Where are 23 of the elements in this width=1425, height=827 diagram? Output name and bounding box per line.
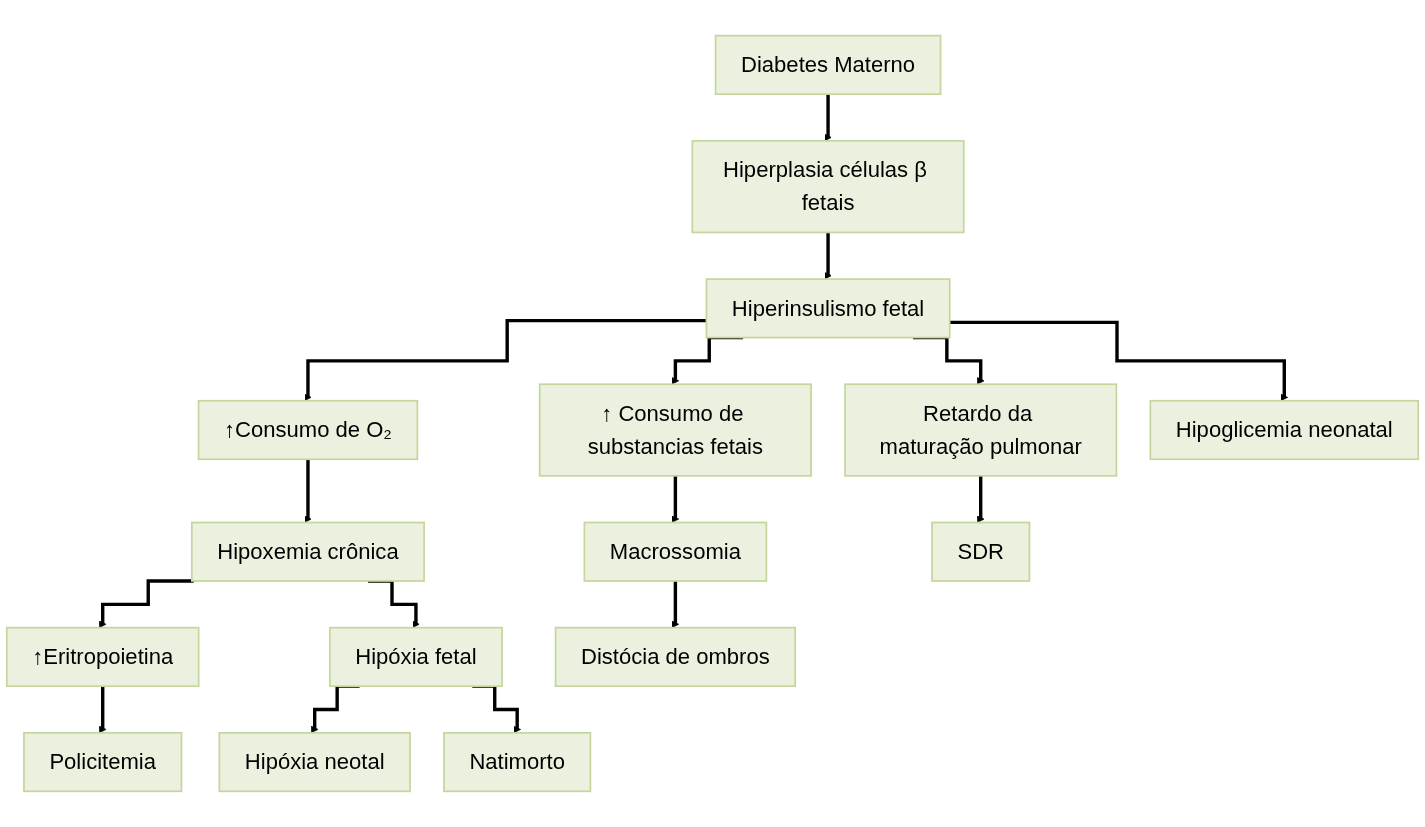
node-box: Natimorto [443, 732, 592, 793]
arrow [977, 474, 985, 523]
node-box: ↑Eritropoietina [5, 626, 200, 688]
node-box: Retardo da maturação pulmonar [844, 383, 1118, 477]
node-box: Macrossomia [583, 521, 768, 582]
arrow [99, 579, 194, 628]
arrow [304, 318, 707, 402]
node-box: Hipoglicemia neonatal [1149, 399, 1420, 461]
arrow [671, 335, 744, 385]
node-box: Distócia de ombros [554, 626, 797, 688]
node-box: Hipóxia neotal [218, 732, 411, 793]
node-box: ↑ Consumo de substancias fetais [538, 383, 812, 477]
node-box: SDR [931, 521, 1031, 582]
node-box: Hipoxemia crônica [190, 521, 425, 582]
arrow [671, 474, 680, 523]
node-box: ↑Consumo de O₂ [197, 399, 419, 461]
arrow [949, 320, 1288, 402]
node-box: Hipóxia fetal [328, 626, 503, 688]
node-box: Hiperinsulismo fetal [705, 278, 951, 339]
node-box: Diabetes Materno [714, 34, 942, 95]
node-box: Policitemia [23, 732, 183, 793]
node-box: Hiperplasia células β fetais [691, 139, 965, 234]
arrow [913, 335, 985, 385]
